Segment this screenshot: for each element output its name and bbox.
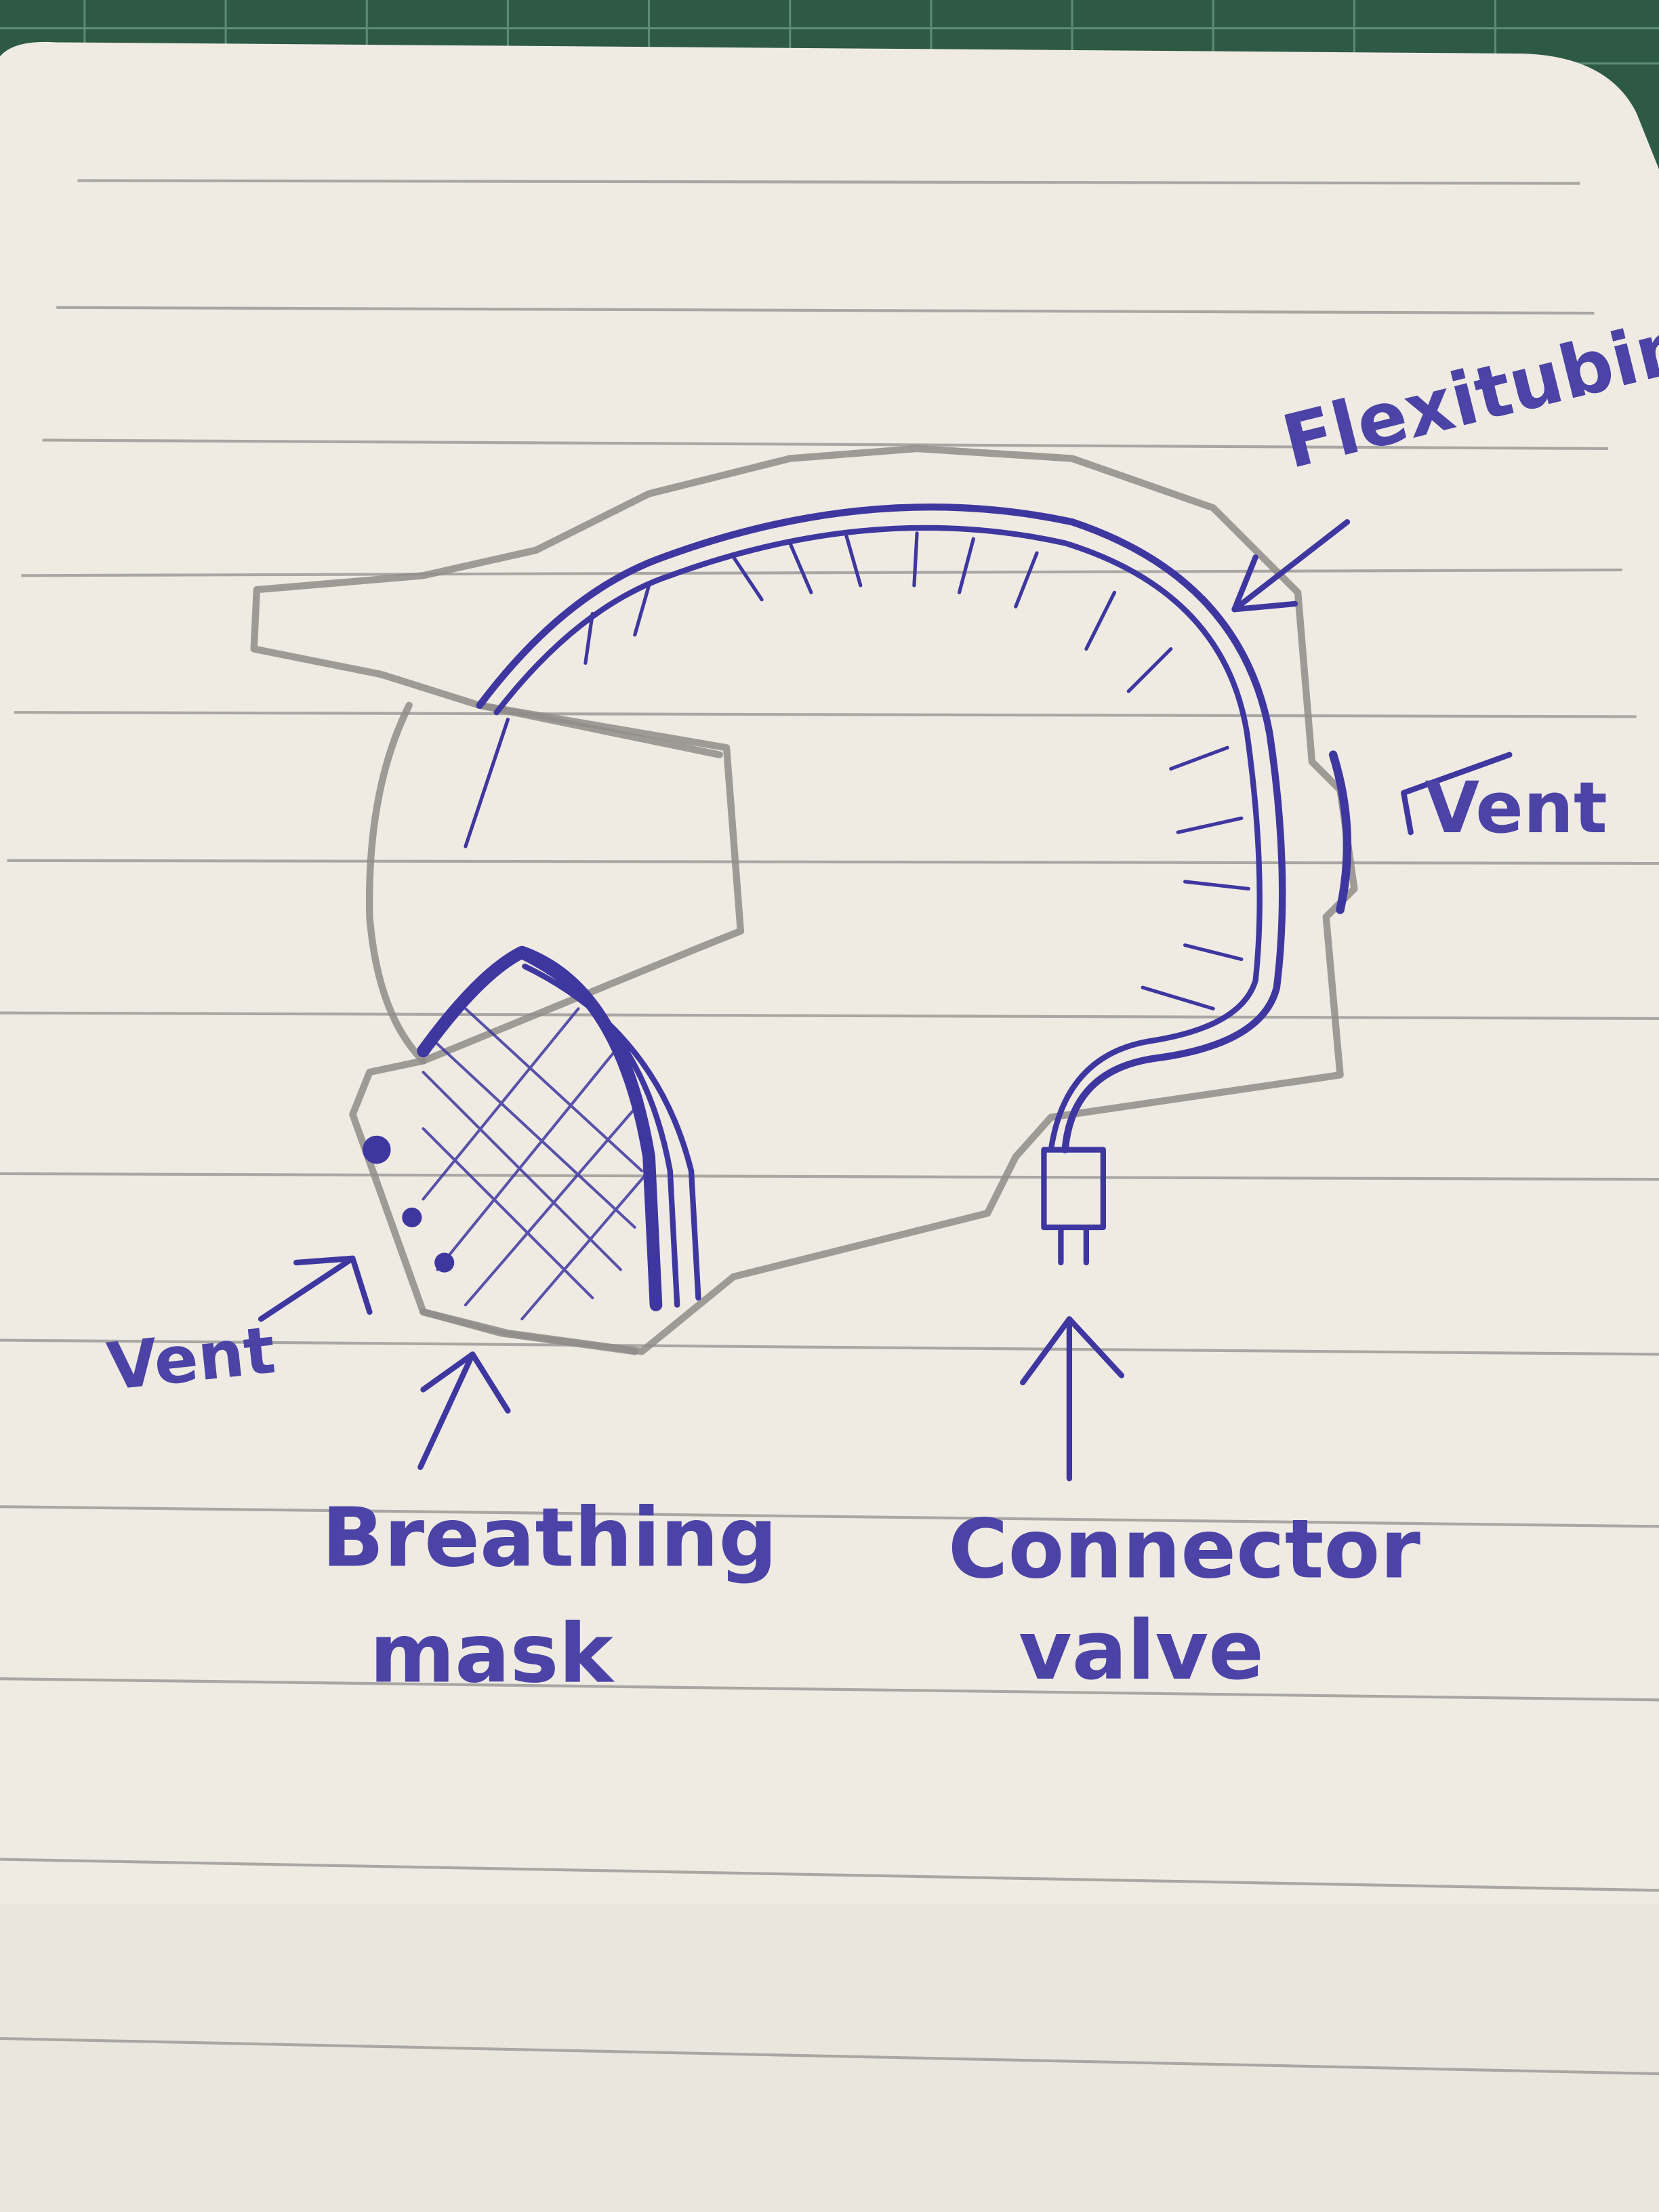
connector-valve-drawing (1041, 1147, 1106, 1266)
flexitubing (464, 503, 1286, 1153)
label-vent-right: Vent (1425, 766, 1607, 849)
arrow-vent-right (1401, 752, 1513, 836)
label-breathing-mask-line2: mask (369, 1606, 615, 1701)
arrow-connector-valve (1020, 1316, 1125, 1481)
vent-hole (362, 1135, 391, 1164)
vent-right-drawing (1328, 750, 1352, 914)
label-breathing-mask-line1: Breathing (322, 1491, 777, 1586)
label-vent-left: Vent (104, 1312, 279, 1405)
label-connector-valve-line1: Connector (948, 1502, 1420, 1597)
ruled-lines (0, 179, 1659, 2076)
helmet-outline (250, 445, 1358, 1355)
arrow-flexitubing (1231, 519, 1351, 613)
arrow-breathing-mask (417, 1351, 511, 1471)
arrow-vent-left (258, 1255, 373, 1322)
vent-hole (402, 1207, 422, 1228)
breathing-mask-drawing (362, 945, 701, 1355)
label-connector-valve-line2: valve (1019, 1603, 1264, 1698)
vent-hole (434, 1252, 455, 1273)
